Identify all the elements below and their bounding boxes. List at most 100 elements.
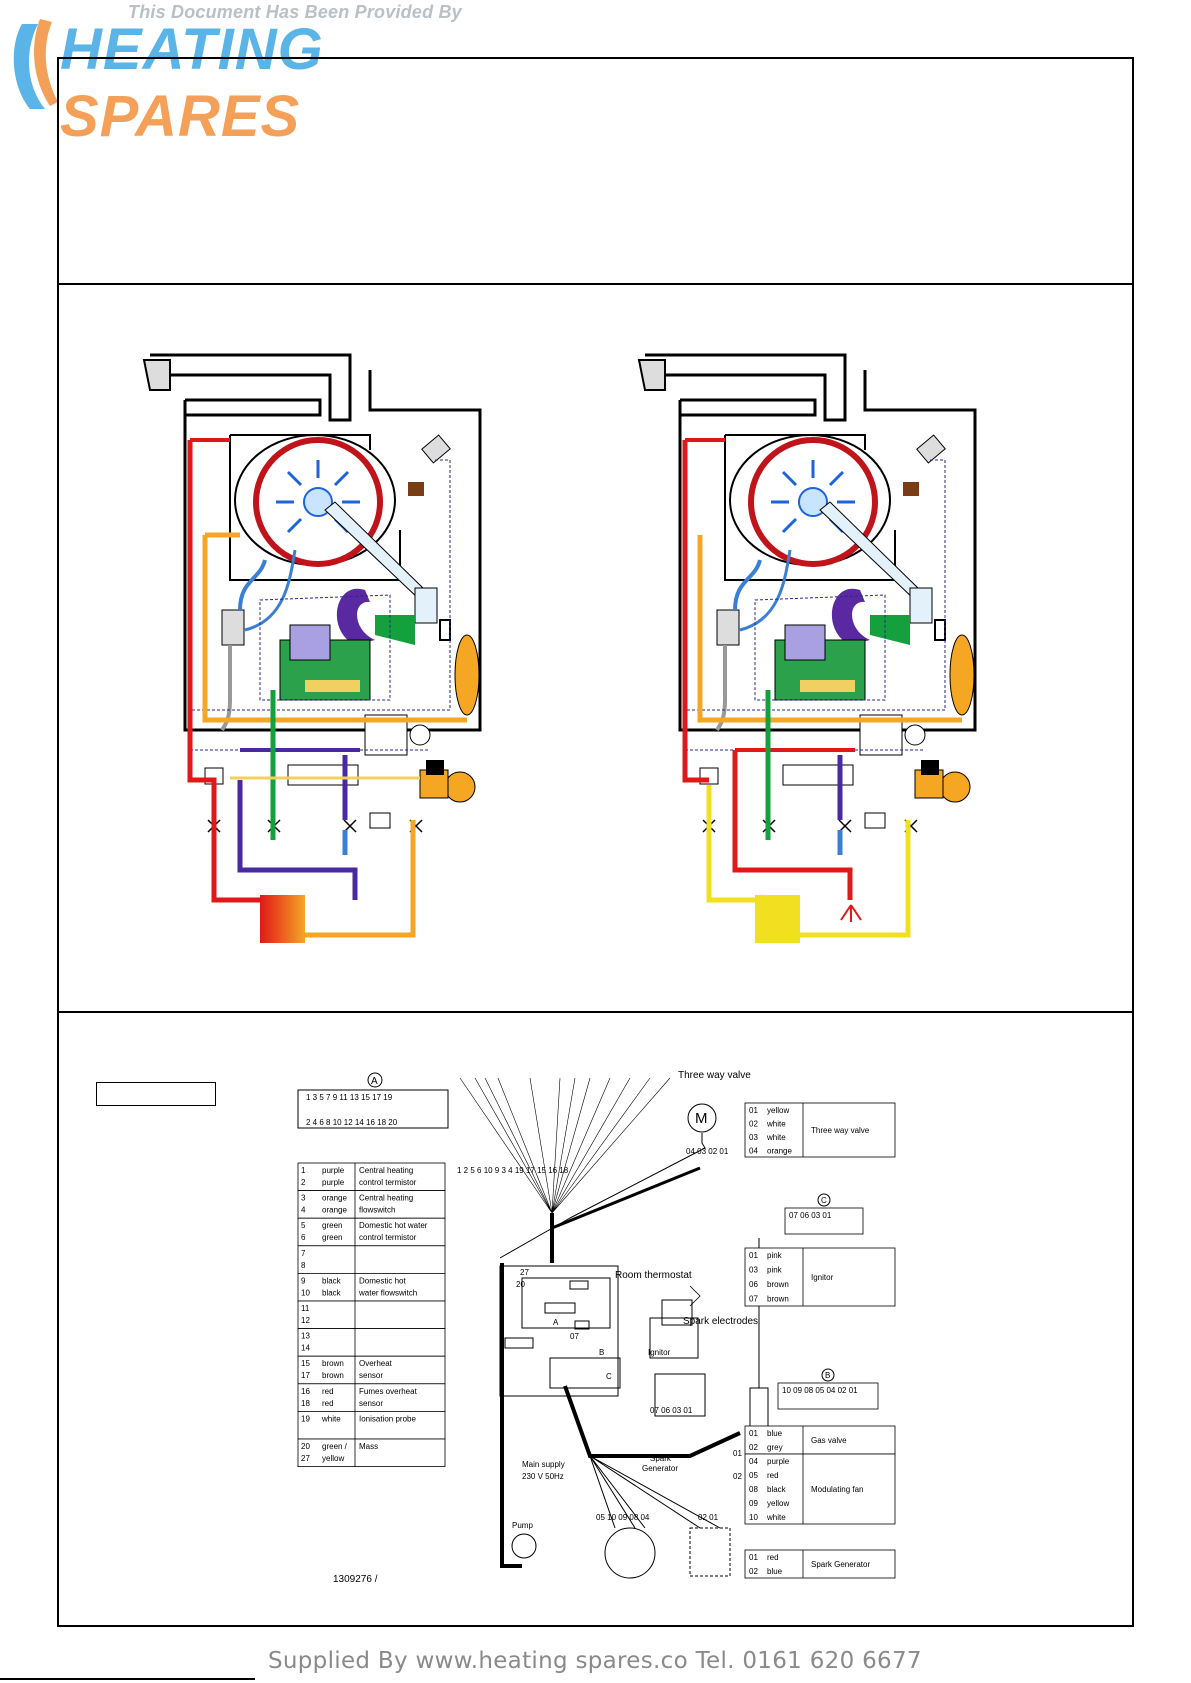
connector-a-header: A 1 3 5 7 9 11 13 15 17 19 2 4 6 8 10 12… bbox=[297, 1072, 449, 1129]
pin-number: 17 bbox=[301, 1371, 310, 1380]
pin-number: 03 bbox=[749, 1266, 758, 1275]
pin-number: 1 bbox=[301, 1166, 306, 1175]
pin-number: 08 bbox=[749, 1485, 758, 1494]
provided-by-text: This Document Has Been Provided By bbox=[128, 2, 462, 22]
pin-number: 20 bbox=[301, 1442, 310, 1451]
board-c: C bbox=[606, 1372, 612, 1381]
board-b: B bbox=[599, 1348, 604, 1357]
component-name: Modulating fan bbox=[811, 1485, 863, 1494]
pin-description: Fumes overheat bbox=[359, 1387, 418, 1396]
pin-number: 01 bbox=[749, 1106, 758, 1115]
pin-description: Central heating bbox=[359, 1166, 413, 1175]
wire-colour: orange bbox=[767, 1147, 792, 1156]
wire-colour: black bbox=[767, 1485, 787, 1494]
pin-number: 15 bbox=[301, 1359, 310, 1368]
three-way-valve-label: Three way valve bbox=[678, 1070, 751, 1081]
wire-colour: purple bbox=[767, 1457, 790, 1466]
board-07: 07 bbox=[570, 1332, 579, 1341]
wire-colour: black bbox=[322, 1276, 342, 1285]
pin-description: sensor bbox=[359, 1399, 383, 1408]
pin-description: sensor bbox=[359, 1371, 383, 1380]
pin-number: 14 bbox=[301, 1344, 310, 1353]
pin-description: Central heating bbox=[359, 1194, 413, 1203]
pin-number: 01 bbox=[749, 1553, 758, 1562]
pin-number: 01 bbox=[749, 1251, 758, 1260]
pin-number: 10 bbox=[301, 1288, 310, 1297]
wire-colour: orange bbox=[322, 1206, 347, 1215]
pin-number: 7 bbox=[301, 1249, 306, 1258]
wire-colour: red bbox=[767, 1471, 779, 1480]
ignitor-pins: 07 06 03 01 bbox=[650, 1406, 693, 1415]
component-name: Gas valve bbox=[811, 1436, 847, 1445]
board-a: A bbox=[553, 1318, 559, 1327]
pin-number: 11 bbox=[301, 1304, 310, 1313]
wire-colour: yellow bbox=[767, 1106, 789, 1115]
spark-electrodes-label: Spark electrodes bbox=[683, 1316, 758, 1327]
wire-colour: pink bbox=[767, 1266, 783, 1275]
wire-colour: brown bbox=[767, 1295, 789, 1304]
wire-colour: brown bbox=[322, 1359, 344, 1368]
drawing-reference: 1309276 / bbox=[333, 1574, 378, 1585]
valve-pins: 02 01 bbox=[698, 1513, 719, 1522]
ignitor-label: Ignitor bbox=[648, 1348, 671, 1357]
pin-number: 02 bbox=[749, 1120, 758, 1129]
pin-number: 16 bbox=[301, 1387, 310, 1396]
fan-pins: 05 10 09 08 04 bbox=[596, 1513, 650, 1522]
wire-colour: yellow bbox=[322, 1454, 344, 1463]
wire-colour: red bbox=[322, 1387, 334, 1396]
heating-spares-logo bbox=[13, 19, 58, 109]
connector-a-label: A bbox=[371, 1076, 378, 1087]
pin-number: 10 bbox=[749, 1513, 758, 1522]
main-supply-label-2: 230 V 50Hz bbox=[522, 1472, 564, 1481]
wire-colour: brown bbox=[322, 1371, 344, 1380]
terminal-numbers: 1 2 5 6 10 9 3 4 19 17 15 16 18 bbox=[457, 1166, 569, 1175]
motor-label: M bbox=[695, 1110, 708, 1127]
wire-colour: brown bbox=[767, 1280, 789, 1289]
pin-description: water flowswitch bbox=[358, 1288, 417, 1297]
wiring-sketch bbox=[459, 1077, 769, 1579]
wire-colour: green bbox=[322, 1221, 342, 1230]
wire-colour: purple bbox=[322, 1178, 345, 1187]
pin-description: control termistor bbox=[359, 1233, 417, 1242]
pin-number: 13 bbox=[301, 1332, 310, 1341]
main-supply-label-1: Main supply bbox=[522, 1460, 565, 1469]
wire-colour: white bbox=[766, 1133, 786, 1142]
wire-colour: orange bbox=[322, 1194, 347, 1203]
room-thermostat-label: Room thermostat bbox=[615, 1270, 692, 1281]
logo-word-heating: HEATING bbox=[60, 17, 324, 82]
pin-number: 5 bbox=[301, 1221, 306, 1230]
generator-pin-02: 02 bbox=[733, 1472, 742, 1481]
logo-text: HEATING SPARES bbox=[60, 16, 480, 150]
pin-number: 03 bbox=[749, 1133, 758, 1142]
pin-number: 04 bbox=[749, 1147, 758, 1156]
pin-number: 04 bbox=[749, 1457, 758, 1466]
pin-number: 09 bbox=[749, 1499, 758, 1508]
footer-line bbox=[0, 1678, 255, 1680]
generator-pin-01: 01 bbox=[733, 1449, 742, 1458]
wire-colour: white bbox=[766, 1513, 786, 1522]
pin-number: 9 bbox=[301, 1276, 306, 1285]
connector-label: B bbox=[825, 1371, 830, 1380]
wiring-diagram: A 1 3 5 7 9 11 13 15 17 19 2 4 6 8 10 12… bbox=[297, 1070, 896, 1579]
pump-label: Pump bbox=[512, 1521, 533, 1530]
pin-number: 05 bbox=[749, 1471, 758, 1480]
wire-colour: blue bbox=[767, 1429, 783, 1438]
connector-pins: 10 09 08 05 04 02 01 bbox=[782, 1386, 858, 1395]
pin-number: 6 bbox=[301, 1233, 306, 1242]
pin-number: 12 bbox=[301, 1316, 310, 1325]
wire-colour: green bbox=[322, 1233, 342, 1242]
spark-generator-label-2: Generator bbox=[642, 1464, 678, 1473]
pin-number: 19 bbox=[301, 1414, 310, 1423]
